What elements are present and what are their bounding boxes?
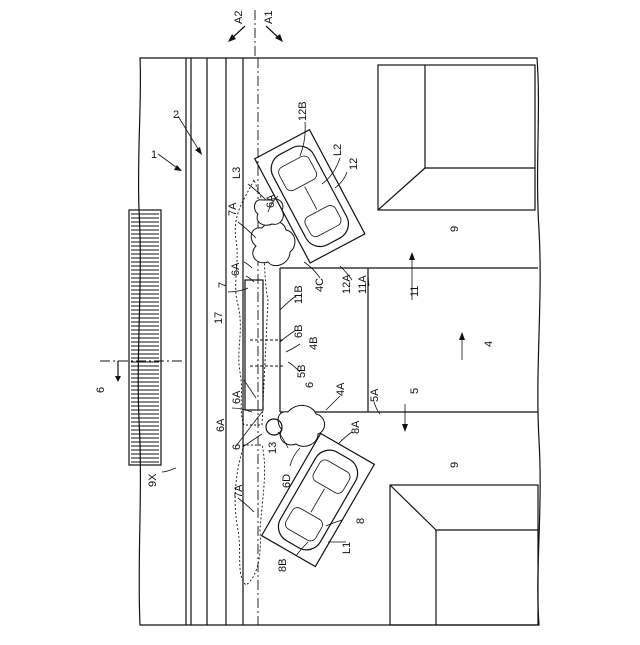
label-11a: 11A [357,275,369,294]
label-8: 8 [355,518,367,524]
label-entrance: 4 [483,341,495,347]
label-6a-lower: 6A [231,390,243,404]
label-6a-upper: 6A [230,262,242,276]
label-building-bottom: 9 [449,462,461,468]
rect-17 [245,280,263,410]
label-6a-top: 6A [265,194,277,208]
hedge-bottom [235,445,264,585]
building-bottom [390,485,538,625]
label-6b: 6B [293,325,305,338]
arrow-label-a2: A2 [233,11,245,24]
leader-lane [178,116,200,152]
road-lines [186,58,258,625]
label-exit: 5 [409,388,421,394]
label-l1: L1 [341,542,353,554]
label-13: 13 [267,442,279,454]
label-11b: 11B [293,285,305,304]
label-12: 12 [348,158,360,170]
label-l3: L3 [231,167,243,179]
label-6-mid: 6 [304,382,316,388]
label-4b: 4B [308,337,320,350]
label-9x: 9X [147,473,159,487]
label-section: 6 [95,387,107,393]
label-building-top: 9 [449,226,461,232]
label-6a-side: 6A [215,418,227,432]
label-7a-low: 7A [233,484,245,498]
label-8b: 8B [277,559,289,572]
leader-lines [162,122,380,556]
label-4c: 4C [314,278,326,292]
label-12b: 12B [297,101,309,121]
hatched-building-9x [129,210,161,465]
label-5a: 5A [369,388,381,402]
label-6-low: 6 [231,444,243,450]
arrow-label-a1: A1 [263,11,275,24]
label-12a: 12A [341,274,353,294]
label-l2: L2 [332,144,344,156]
area-border [138,58,540,625]
label-6d: 6D [281,474,293,488]
label-lane: 2 [173,109,179,121]
label-17: 17 [213,312,225,324]
label-driveway: 11 [409,286,421,297]
flow-arrows [402,252,465,432]
label-8a: 8A [350,420,362,434]
label-road: 1 [151,149,157,161]
label-5b: 5B [296,365,308,378]
label-4a: 4A [335,382,347,396]
label-7a-top: 7A [227,202,239,216]
label-7: 7 [217,282,229,288]
building-top [378,65,535,210]
